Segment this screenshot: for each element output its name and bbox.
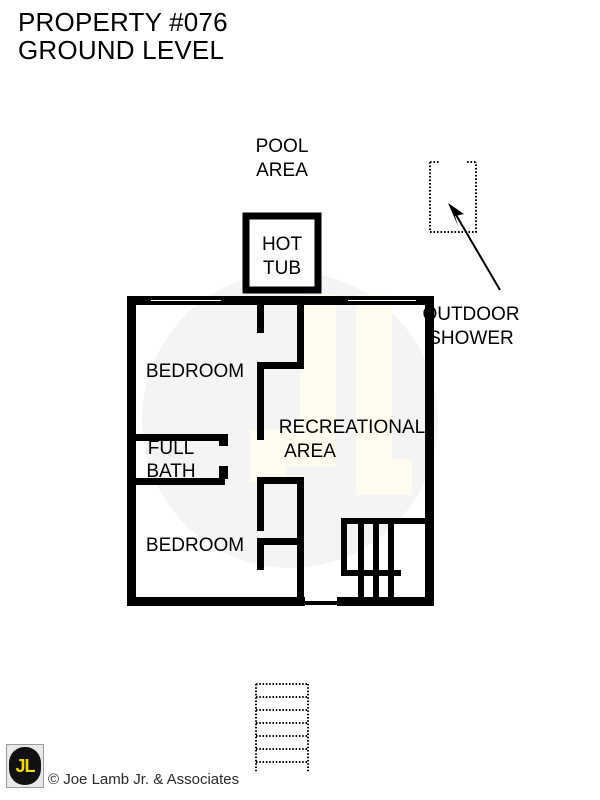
pool-area-label-line1: POOL [256,136,309,157]
stair-top-rail [341,518,434,524]
wall-lower-hall-right-upper [297,484,304,518]
hot-tub-label-line2: TUB [263,258,301,279]
shower-callout-arrow [448,203,501,291]
wall-lower-closet-left-upper [257,477,264,531]
page-title: PROPERTY #076 GROUND LEVEL [18,8,228,64]
room-label-full-bath: FULL BATH [146,438,195,482]
exterior-steps [255,683,309,772]
bedroom-upper-label: BEDROOM [146,361,244,382]
bedroom-lower-label: BEDROOM [146,535,244,556]
wall-upper-closet-left-bottom [257,362,264,440]
outdoor-shower-label-line2: SHOWER [428,328,514,349]
watermark-jl-letters [250,295,412,495]
stair-landing-rail [341,570,401,576]
exterior-walls [127,296,434,606]
room-label-recreational-area: RECREATIONAL AREA [279,417,425,462]
hot-tub-fixture: HOT TUB [242,212,322,294]
wall-upper-closet-left-top [257,305,264,333]
full-bath-label-line1: FULL [148,438,194,459]
hot-tub-label-line1: HOT [262,234,303,255]
recreational-area-label-line1: RECREATIONAL [279,417,425,438]
interior-walls [131,305,304,598]
wall-upper-closet-top [257,362,304,369]
wall-lower-closet-mid [257,538,304,545]
outdoor-shower-label: OUTDOOR SHOWER [422,304,519,349]
wall-lower-hall-right-lower [297,518,304,598]
wall-lower-closet-left-lower [257,545,264,570]
stair-stringer-left [341,518,347,576]
title-line-property: PROPERTY #076 [18,7,228,37]
room-label-bedroom-lower: BEDROOM [146,535,244,556]
footer: JL © Joe Lamb Jr. & Associates [0,738,600,800]
wall-bath-bottom [131,478,225,485]
title-line-level: GROUND LEVEL [18,35,225,66]
wall-left [127,296,136,606]
wall-top-left-stub [127,296,151,305]
wall-lower-closet-top [257,477,304,484]
window-head-top-left [151,296,221,300]
stair-tread-2 [373,518,379,598]
recreational-area-label-line2: AREA [284,441,336,462]
window-sill-top-left [151,301,221,305]
pool-area-label: POOL AREA [256,136,309,181]
room-label-bedroom-upper: BEDROOM [146,361,244,382]
door-bottom [305,601,337,605]
wall-upper-hall-right [297,305,304,369]
full-bath-label-line2: BATH [146,461,195,482]
staircase-interior [341,518,434,598]
wall-bottom-right [337,597,434,606]
outdoor-shower-label-line1: OUTDOOR [422,304,519,325]
watermark-group [142,272,438,568]
wall-top-middle [221,296,348,305]
logo-monogram: JL [15,756,35,776]
wall-bath-top-jamb [219,434,228,446]
stair-tread-1 [358,518,364,598]
pool-area-label-line2: AREA [256,160,308,181]
stair-tread-3 [388,518,394,598]
copyright-text: © Joe Lamb Jr. & Associates [48,771,240,788]
wall-bath-bottom-jamb [219,466,228,479]
wall-bottom-left [127,597,305,606]
company-logo: JL [6,744,44,788]
wall-bath-top [131,434,225,441]
outdoor-shower-enclosure [429,161,477,233]
wall-right [425,296,434,606]
window-head-top-right [348,296,416,300]
logo-oval: JL [9,747,41,785]
window-sill-top-right [348,301,416,305]
